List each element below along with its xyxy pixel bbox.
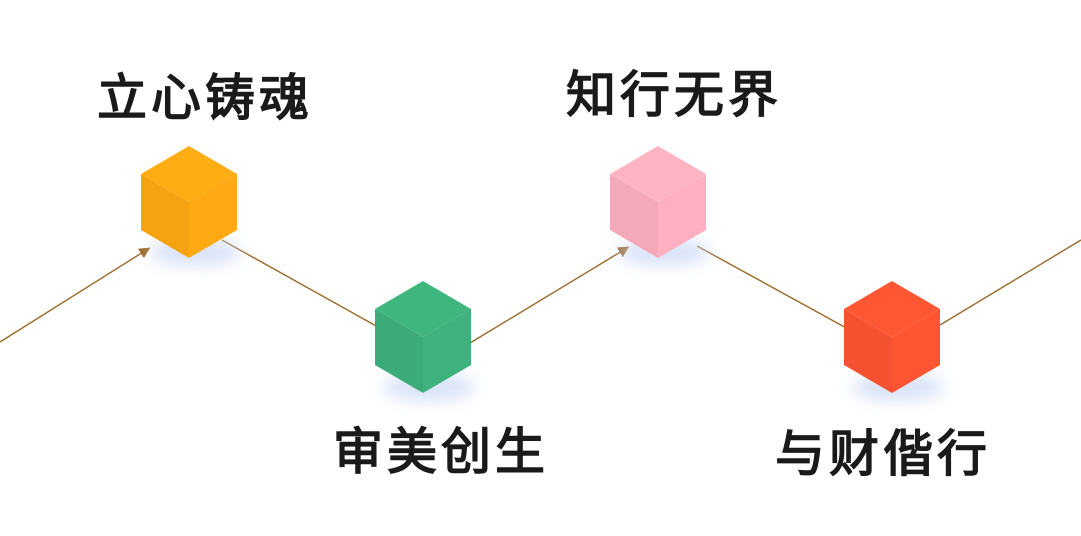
connector-line-5	[939, 239, 1081, 326]
cube-top-face	[141, 146, 237, 202]
cube-top-face	[375, 281, 471, 337]
connector-line-3	[469, 246, 630, 344]
stage-cube-1	[141, 146, 241, 266]
cube-top-face	[610, 146, 706, 202]
stage-cube-4	[844, 281, 944, 401]
stage-label-3: 知行无界	[566, 66, 782, 124]
cube-top-face	[844, 281, 940, 337]
stage-label-1: 立心铸魂	[97, 69, 313, 127]
stage-cube-3	[610, 146, 710, 266]
connector-line-4	[696, 245, 851, 331]
connector-lines	[0, 239, 1081, 344]
connector-line-2	[221, 239, 379, 328]
stage-label-2: 审美创生	[333, 423, 549, 481]
connector-line-1	[0, 247, 151, 343]
stage-cubes	[141, 146, 944, 401]
stage-cube-2	[375, 281, 475, 401]
stage-label-4: 与财偕行	[775, 425, 991, 483]
